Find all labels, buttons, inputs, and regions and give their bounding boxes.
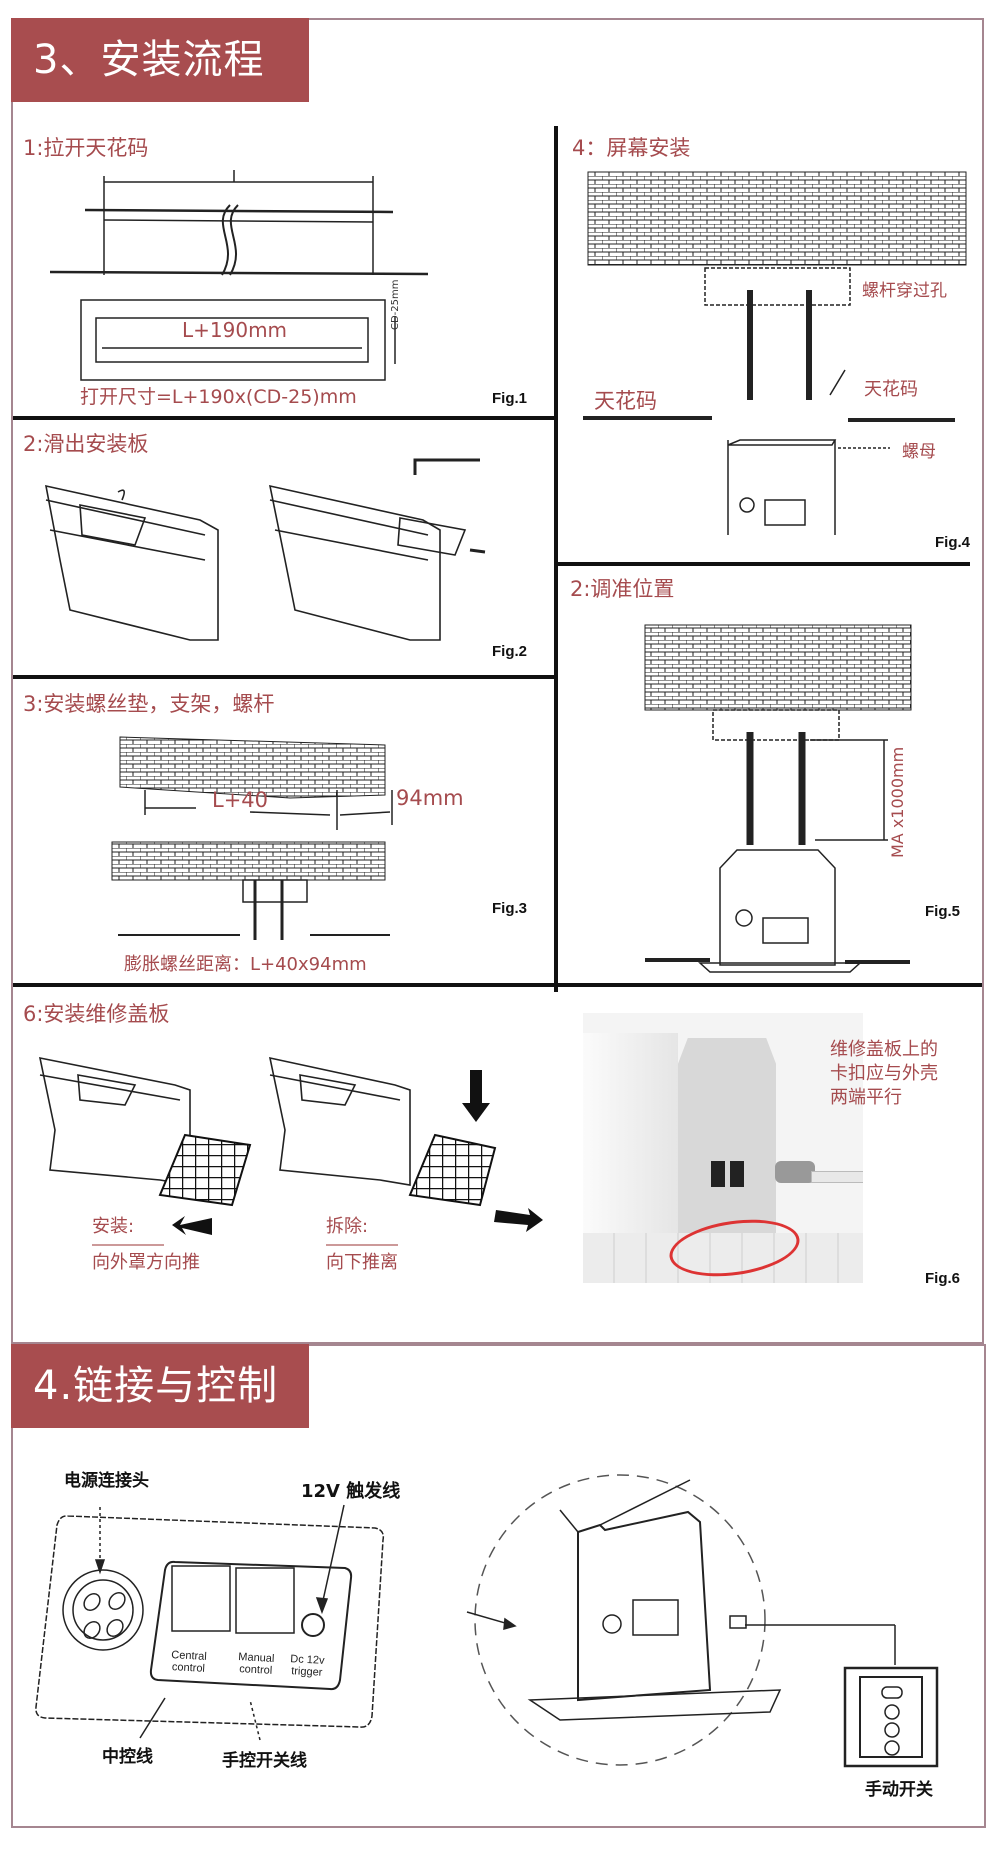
photo-note-line3: 两端平行	[830, 1087, 902, 1108]
fig3-dim-b: 94mm	[396, 786, 464, 810]
column-divider	[554, 126, 558, 992]
fig6-photo	[583, 1013, 863, 1283]
step6-title: 6:安装维修盖板	[23, 1002, 170, 1026]
photo-cable	[811, 1171, 863, 1183]
fig1-label: Fig.1	[492, 390, 528, 407]
manual-control-label: 手控开关线	[222, 1751, 307, 1771]
section3-header: 3、安装流程	[11, 18, 309, 102]
fig4-label: Fig.4	[935, 534, 971, 551]
fig1-dim-inner: L+190mm	[182, 318, 288, 342]
fig1-ceiling-diagram	[49, 170, 429, 381]
fig3-bracket-diagram	[111, 736, 393, 940]
fig6-cover-diagram	[38, 1056, 543, 1235]
fig2-label: Fig.2	[492, 643, 528, 660]
fig3-dim-a: L+40	[212, 788, 269, 812]
install-text: 向外罩方向推	[92, 1252, 200, 1273]
step3-title: 3:安装螺丝垫，支架，螺杆	[23, 692, 275, 716]
manual-switch-label: 手动开关	[865, 1780, 933, 1800]
step5-title: 2:调准位置	[570, 577, 675, 601]
fig6-label: Fig.6	[925, 1270, 961, 1287]
fig5-label: Fig.5	[925, 903, 961, 920]
fig1-caption: 打开尺寸=L+190x(CD-25)mm	[80, 386, 357, 408]
photo-cable-connector	[775, 1161, 815, 1183]
remove-text: 向下推离	[326, 1252, 398, 1273]
photo-port-1	[711, 1161, 725, 1187]
fig3-label: Fig.3	[492, 900, 528, 917]
section3-frame	[11, 18, 984, 1344]
fig2-slide-plate-diagram	[44, 458, 486, 641]
fig4-callout-hole: 螺杆穿过孔	[862, 281, 947, 301]
photo-note-line2: 卡扣应与外壳	[830, 1063, 938, 1084]
trigger-label: 12V 触发线	[301, 1481, 401, 1502]
section4-header: 4.链接与控制	[11, 1344, 309, 1428]
photo-housing-side	[583, 1033, 678, 1253]
central-control-label: 中控线	[102, 1747, 153, 1767]
photo-endcap	[678, 1038, 776, 1253]
section4-frame	[11, 1344, 986, 1828]
fig4-ceiling-right: 天花码	[864, 379, 918, 400]
install-title: 安装:	[92, 1212, 165, 1246]
photo-note-line1: 维修盖板上的	[830, 1039, 938, 1060]
remove-title: 拆除:	[326, 1212, 399, 1246]
control-panel-diagram	[35, 1504, 385, 1741]
step2-title: 2:滑出安装板	[23, 432, 149, 456]
install-title-text: 安装:	[92, 1212, 165, 1246]
fig3-caption: 膨胀螺丝距离：L+40x94mm	[124, 954, 367, 975]
fig5-alignment-diagram	[644, 624, 912, 973]
row-divider-2	[13, 675, 556, 679]
power-connector-label: 电源连接头	[64, 1471, 149, 1491]
photo-port-2	[730, 1161, 744, 1187]
fig4-screen-install-diagram	[583, 171, 967, 535]
row-divider-1	[13, 416, 556, 420]
step1-title: 1:拉开天花码	[23, 136, 149, 160]
remove-title-text: 拆除:	[326, 1212, 399, 1246]
fig4-ceiling-left: 天花码	[594, 389, 657, 413]
photo-grill	[583, 1233, 863, 1283]
row-divider-right	[556, 562, 970, 566]
step4-title: 4：屏幕安装	[572, 136, 691, 160]
row-divider-3	[13, 983, 982, 987]
fig4-callout-nut: 螺母	[902, 442, 936, 462]
